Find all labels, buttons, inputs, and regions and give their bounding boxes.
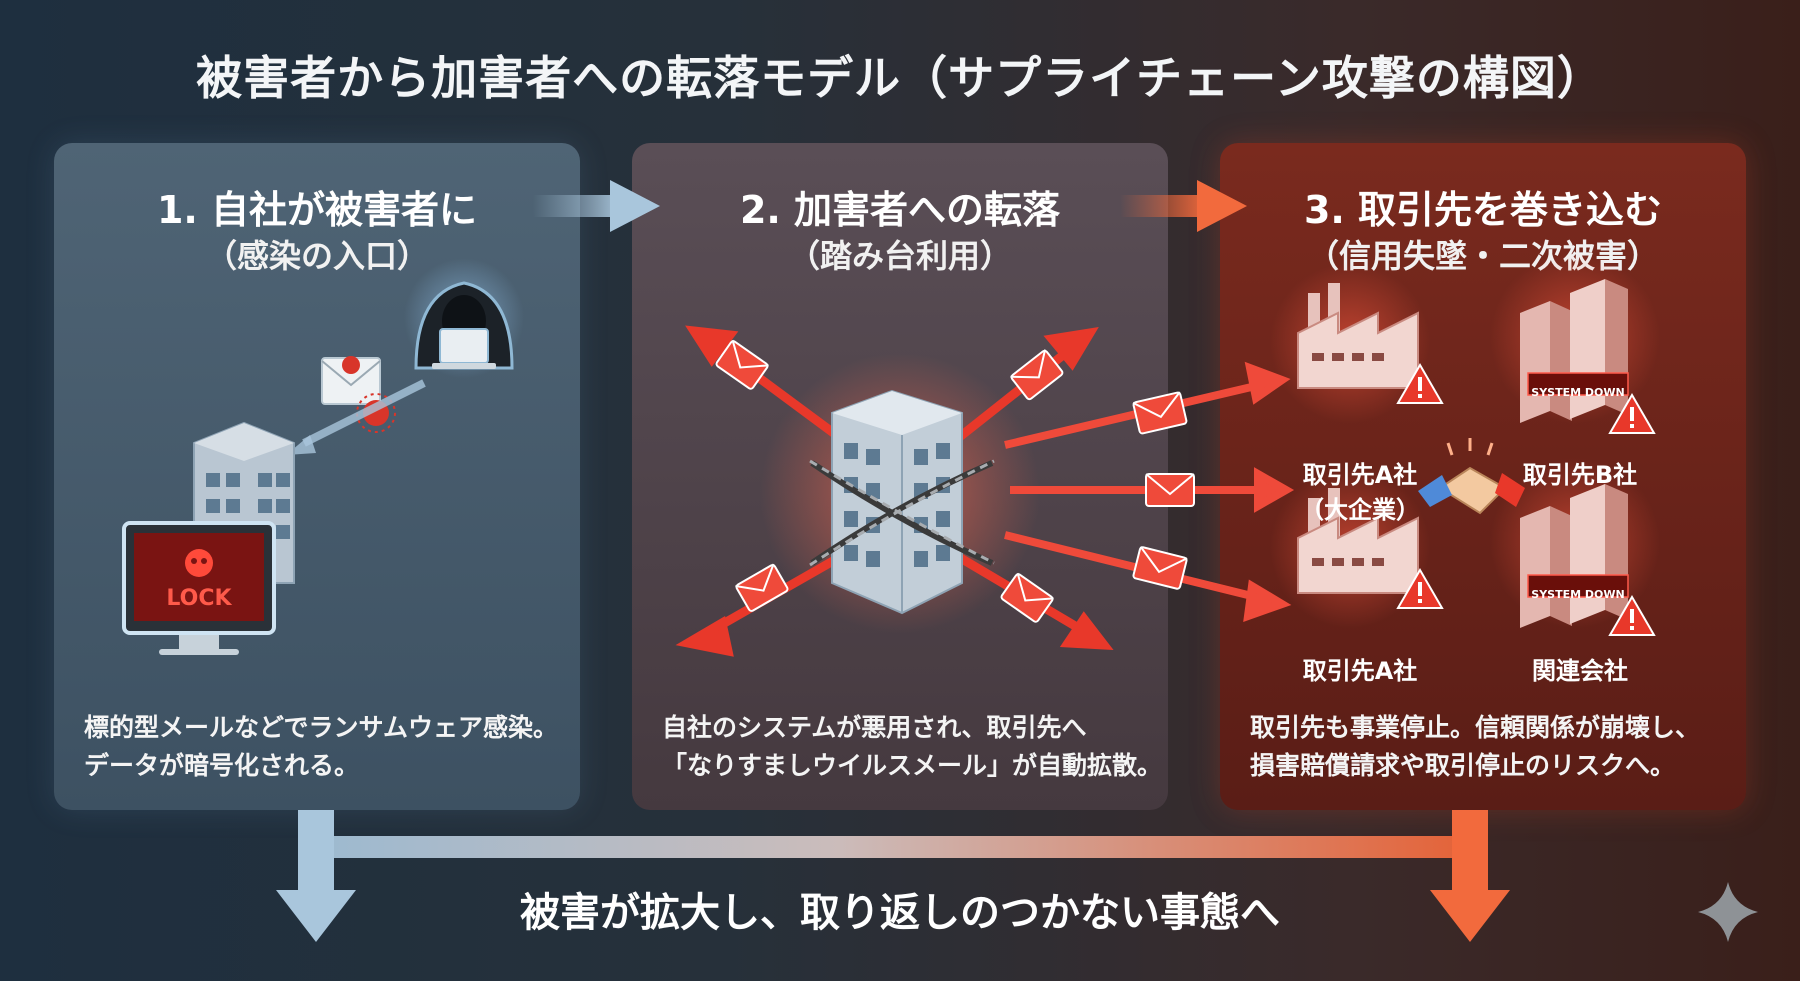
partner-a-large-line-2: （大企業）: [1300, 496, 1420, 524]
panel-1-illustration: [122, 258, 524, 655]
panel-1-title: 1. 自社が被害者に: [156, 188, 478, 232]
panel-1-desc-line-1: 標的型メールなどでランサムウェア感染。: [84, 713, 559, 742]
chain-icon: [809, 459, 995, 567]
building-icon: [831, 389, 963, 615]
panel-3-illustration: [1270, 253, 1660, 636]
panel-1-description: 標的型メールなどでランサムウェア感染。 データが暗号化される。: [84, 709, 560, 785]
hacker-icon: [404, 258, 524, 378]
warning-icon: [1396, 568, 1444, 609]
warning-icon: [1396, 363, 1444, 404]
warning-icon: [1608, 393, 1656, 434]
bottom-conclusion: 被害が拡大し、取り返しのつかない事態へ: [520, 890, 1280, 936]
panel-2-subtitle: （踏み台利用）: [787, 237, 1012, 275]
panel-3-desc-line-1: 取引先も事業停止。信頼関係が崩壊し、: [1250, 713, 1701, 742]
panel-3-title: 3. 取引先を巻き込む: [1303, 188, 1663, 232]
monitor-lock-icon: [122, 521, 276, 655]
system-down-badge-affiliate: SYSTEM DOWN: [1531, 588, 1625, 601]
virus-mail-icon: [321, 356, 396, 433]
partner-a-label: 取引先A社: [1302, 657, 1418, 685]
panel-3-desc-line-2: 損害賠償請求や取引停止のリスクへ。: [1250, 751, 1676, 780]
panel-victim: 1. 自社が被害者に （感染の入口）: [54, 143, 580, 810]
warning-icon: [1608, 595, 1656, 636]
affiliate-label: 関連会社: [1532, 657, 1628, 685]
panel-3-description: 取引先も事業停止。信頼関係が崩壊し、 損害賠償請求や取引停止のリスクへ。: [1250, 709, 1726, 785]
panel-perpetrator: 2. 加害者への転落 （踏み台利用）: [632, 143, 1168, 810]
server-tower-icon: [1490, 253, 1660, 423]
lock-label: LOCK: [166, 586, 232, 611]
panel-2-description: 自社のシステムが悪用され、取引先へ 「なりすましウイルスメール」が自動拡散。: [662, 709, 1163, 785]
panel-partners: 3. 取引先を巻き込む （信用失墜・二次被害）: [1220, 143, 1746, 810]
panel-2-title: 2. 加害者への転落: [739, 188, 1061, 232]
factory-icon: [1270, 263, 1430, 423]
panel-1-desc-line-2: データが暗号化される。: [84, 751, 360, 780]
partner-a-large-label: 取引先A社 （大企業）: [1280, 455, 1440, 525]
handshake-icon: [1418, 438, 1525, 515]
partner-a-large-line-1: 取引先A社: [1302, 461, 1418, 489]
factory-icon: [1270, 468, 1430, 628]
panel-1-subtitle: （感染の入口）: [204, 237, 429, 275]
panel-2-illustration: [675, 325, 1114, 657]
partner-b-label: 取引先B社: [1522, 461, 1638, 489]
page-title: 被害者から加害者への転落モデル（サプライチェーン攻撃の構図）: [196, 51, 1604, 105]
panel-2-desc-line-1: 自社のシステムが悪用され、取引先へ: [662, 713, 1087, 742]
panel-2-desc-line-2: 「なりすましウイルスメール」が自動拡散。: [662, 751, 1163, 780]
system-down-badge-b: SYSTEM DOWN: [1531, 386, 1625, 399]
skull-icon: [185, 549, 213, 577]
server-tower-icon: [1490, 458, 1660, 628]
bottom-connector: [334, 836, 1452, 858]
